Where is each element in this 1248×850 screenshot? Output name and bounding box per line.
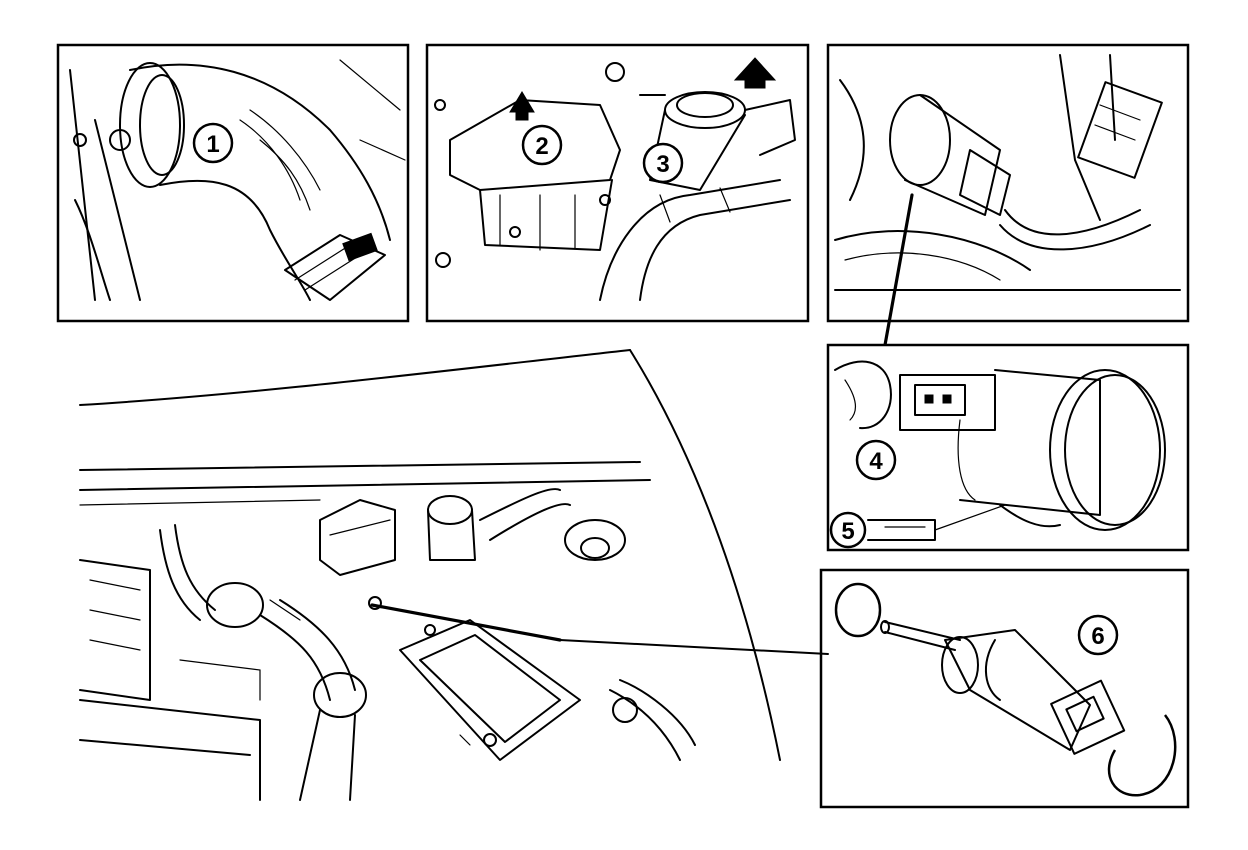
callout-3-label: 3 [656, 151, 669, 178]
callout-6-label: 6 [1091, 623, 1104, 650]
panel-1-air-hose: 1 [56, 43, 410, 323]
engine-bay-overview [79, 349, 829, 801]
panel-2-3-fusebox-reservoir: 2 3 [425, 43, 810, 323]
callout-4-label: 4 [869, 448, 883, 475]
callout-2-label: 2 [535, 133, 548, 160]
panel-sensor-installed [826, 43, 1190, 347]
callout-5-label: 5 [841, 518, 854, 545]
panel-6-sensor-removed: 6 [819, 568, 1190, 809]
callout-1-label: 1 [206, 131, 219, 158]
panel-4-5-sensor-detail: 4 5 [826, 343, 1190, 552]
